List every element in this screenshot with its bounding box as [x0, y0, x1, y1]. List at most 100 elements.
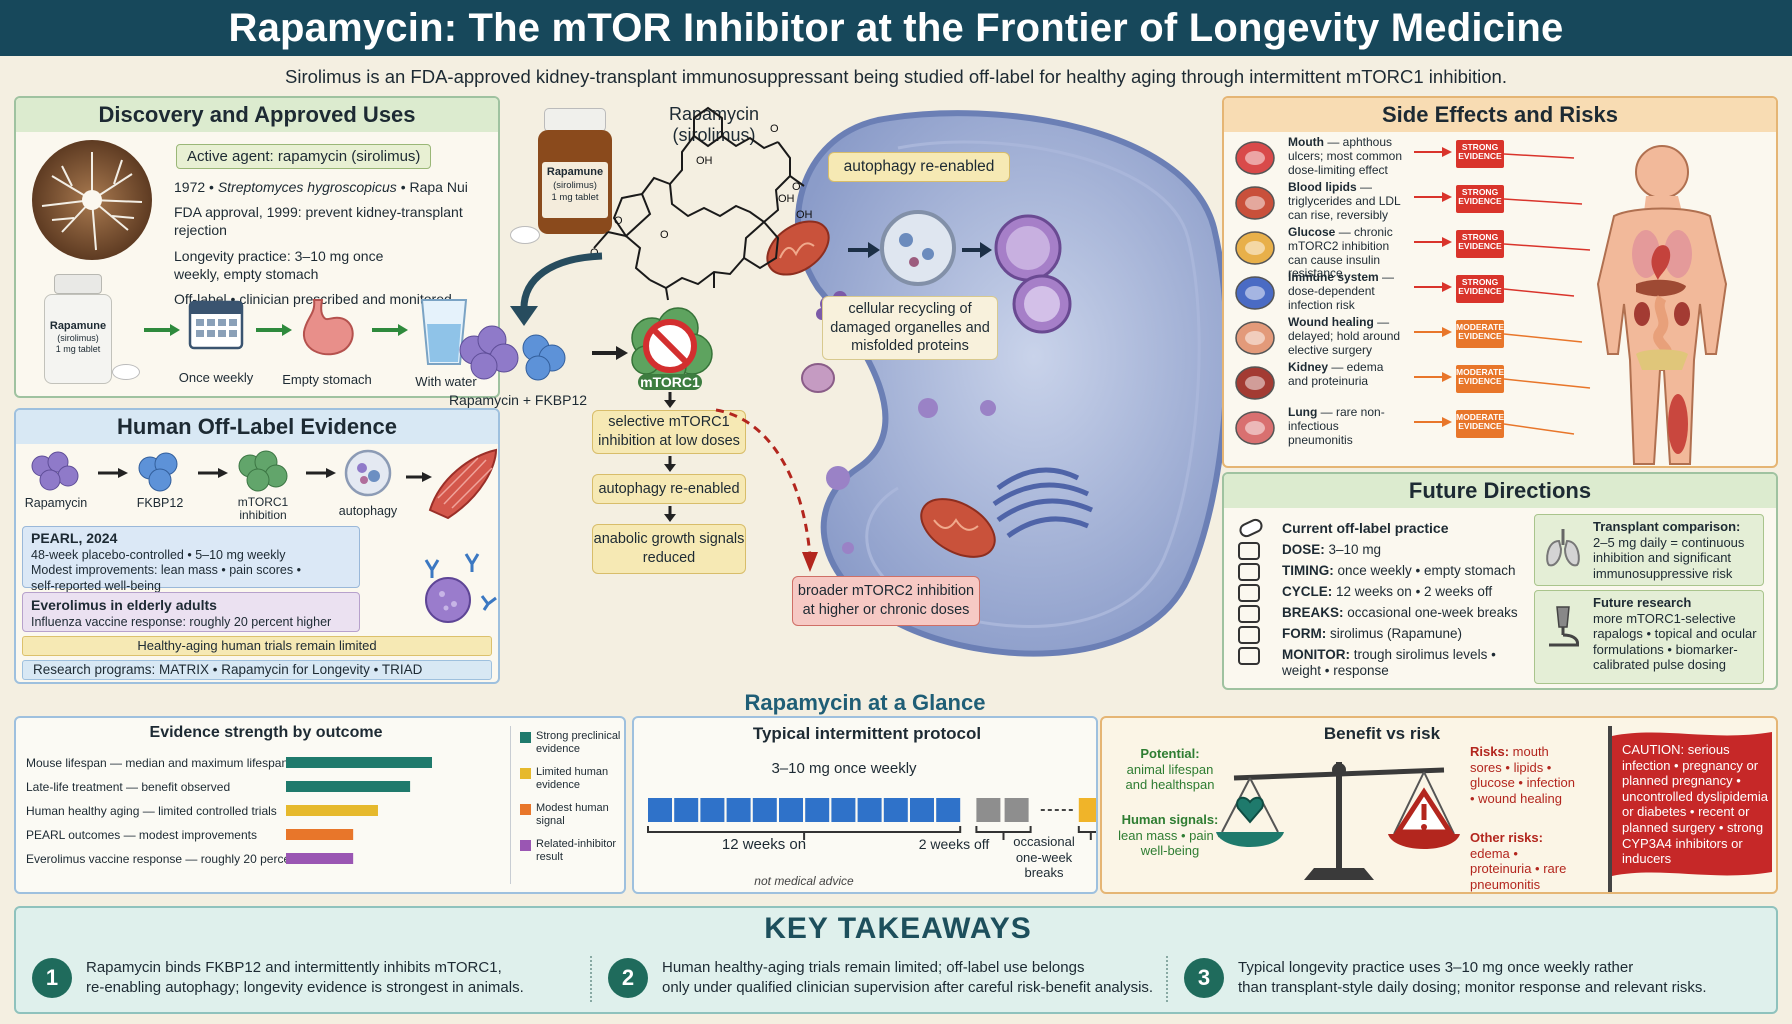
skin-wound-icon [1235, 321, 1275, 355]
pathway-arrow-2 [198, 468, 228, 478]
side-effect-text: Wound healing — delayed; hold around ele… [1288, 315, 1406, 357]
legend-item: Related-inhibitor result [520, 838, 624, 863]
rapamycin-molecule-icon [31, 451, 79, 491]
protocol-note: not medical advice [754, 874, 854, 888]
bottle-brand: Rapamune [49, 320, 107, 332]
protocol-break-label: occasional one-week breaks [1013, 834, 1075, 881]
future-research-text: more mTORC1-selective rapalogs • topical… [1593, 610, 1757, 673]
future-row-key: FORM: [1282, 626, 1327, 641]
bar-label: Everolimus vaccine response — roughly 20… [26, 852, 301, 866]
bottle-sub: (sirolimus) [57, 333, 99, 344]
future-title: Future Directions [1224, 474, 1776, 508]
benefit-risk-panel: Benefit vs risk Potential: animal lifesp… [1100, 716, 1778, 894]
down-arrow-2 [664, 456, 676, 472]
evidence-title: Human Off-Label Evidence [16, 410, 498, 444]
body-pointer [1504, 198, 1583, 205]
mouth-icon [1235, 141, 1275, 175]
side-effect-text: Glucose — chronic mTORC2 inhibition can … [1288, 225, 1406, 281]
discovery-panel: Discovery and Approved Uses Active agent… [14, 96, 500, 398]
future-current: Current off-label practice [1282, 520, 1449, 536]
evidence-bar [286, 829, 354, 840]
takeaways-panel: KEY TAKEAWAYS 1 Rapamycin binds FKBP12 a… [14, 906, 1778, 1014]
discovery-facts: 1972 • Streptomyces hygroscopicus • Rapa… [174, 178, 494, 308]
protocol-timeline [647, 798, 1096, 840]
side-effect-item: Kidney — edema and proteinuria MODERATE … [1224, 360, 1764, 405]
cell-recycling-label: cellular recycling of damaged organelles… [822, 296, 998, 360]
week-on-block [648, 798, 672, 822]
molecule-title: Rapamycin [668, 104, 760, 124]
protocol-dose: 3–10 mg once weekly [771, 760, 917, 777]
cycle-icon [1238, 584, 1260, 602]
pathway-label-autophagy: autophagy [338, 504, 398, 518]
protocol-on-label: 12 weeks on [721, 836, 807, 853]
human-signals-text: Human signals: lean mass • pain • well-b… [1118, 812, 1222, 859]
human-signals-value: lean mass • pain • well-being [1118, 827, 1222, 859]
bar-label: Human healthy aging — limited controlled… [26, 804, 277, 818]
bottle-dose: 1 mg tablet [55, 343, 101, 354]
lungs-icon [1235, 411, 1275, 445]
calendar-icon [188, 300, 244, 350]
protocol-panel: Typical intermittent protocol 3–10 mg on… [632, 716, 1098, 894]
page-subtitle: Sirolimus is an FDA-approved kidney-tran… [285, 66, 1507, 87]
autophagy-icon [344, 449, 392, 497]
week-on-block [883, 798, 908, 822]
side-effect-name: Wound healing [1288, 315, 1374, 329]
clock-icon [1238, 563, 1260, 581]
legend-label: Limited human evidence [536, 766, 609, 791]
future-research-box: Future research more mTORC1-selective ra… [1534, 590, 1764, 684]
week-on-block [857, 798, 882, 822]
future-row-value: trough sirolimus levels • weight • respo… [1282, 647, 1496, 679]
pearl-box: PEARL, 2024 48-week placebo-controlled •… [22, 526, 360, 593]
mitochondrion-icon [766, 220, 830, 276]
mtorc2-dashed-arrow [715, 408, 818, 572]
side-effect-name: Mouth [1288, 135, 1324, 149]
discovery-fact-3: Longevity practice: 3–10 mg once weekly,… [174, 247, 384, 282]
pearl-title: PEARL, 2024 [31, 530, 118, 546]
side-effect-arrow [1414, 237, 1452, 247]
evidence-chart-panel: Evidence strength by outcome Mouse lifes… [14, 716, 626, 894]
legend-label: Strong preclinical evidence [536, 730, 621, 755]
mechanism-area: Rapamune (sirolimus) 1 mg tablet Rapamyc… [449, 88, 1222, 680]
bar-label: Mouse lifespan — median and maximum life… [26, 756, 341, 770]
side-effect-arrow [1414, 327, 1452, 337]
other-risks-value: edema • proteinuria • rare pneumonitis [1470, 845, 1567, 892]
evidence-level-badge: MODERATE EVIDENCE [1456, 365, 1504, 393]
legend-label: Modest human signal [536, 802, 609, 827]
body-pointer [1504, 153, 1575, 159]
svg-text:O: O [614, 215, 623, 227]
legend-swatch [520, 768, 531, 779]
step-autophagy: autophagy re-enabled [592, 474, 746, 504]
body-pointer [1504, 378, 1591, 389]
potential-label: Potential: [1140, 746, 1200, 761]
protocol-title: Typical intermittent protocol [752, 724, 982, 743]
mitochondrion-icon-2 [920, 498, 996, 558]
step-label-empty-stomach: Empty stomach [282, 372, 372, 387]
takeaway-line-2: re-enabling autophagy; longevity evidenc… [86, 979, 524, 997]
kidney-icon [1235, 366, 1275, 400]
body-pointer [1504, 423, 1575, 435]
caution-text: CAUTION: serious infection • pregnancy o… [1622, 742, 1768, 867]
takeaway-line-2: only under qualified clinician supervisi… [662, 979, 1154, 997]
svg-text:OH: OH [778, 193, 795, 205]
healthy-aging-note: Healthy-aging human trials remain limite… [22, 636, 492, 656]
future-row-value: once weekly • empty stomach [1337, 563, 1516, 578]
side-effects-title: Side Effects and Risks [1224, 98, 1776, 132]
transplant-title: Transplant comparison: [1593, 519, 1741, 534]
discovery-fact-1: 1972 • Streptomyces hygroscopicus • Rapa… [174, 179, 468, 195]
side-effect-text: Kidney — edema and proteinuria [1288, 360, 1406, 389]
transplant-box: Transplant comparison: 2–5 mg daily = co… [1534, 514, 1764, 586]
week-on-block [752, 798, 777, 822]
takeaway-line-1: Rapamycin binds FKBP12 and intermittentl… [86, 959, 502, 976]
evidence-panel: Human Off-Label Evidence Rapamycin FKBP1… [14, 408, 500, 684]
mtorc1-label: mTORC1 [638, 374, 702, 390]
pathway-arrow-1 [98, 468, 128, 478]
future-panel: Future Directions Current off-label prac… [1222, 472, 1778, 690]
side-effect-text: Blood lipids — triglycerides and LDL can… [1288, 180, 1406, 222]
side-effect-arrow [1414, 147, 1452, 157]
side-effect-detail: — rare non-infectious pneumonitis [1288, 405, 1385, 447]
takeaway-number: 3 [1184, 958, 1224, 998]
future-row-value: 3–10 mg [1328, 542, 1382, 557]
everolimus-line: Influenza vaccine response: roughly 20 p… [31, 615, 332, 630]
step-label-once-weekly: Once weekly [178, 370, 254, 385]
potential-value: animal lifespan and healthspan [1125, 761, 1215, 793]
